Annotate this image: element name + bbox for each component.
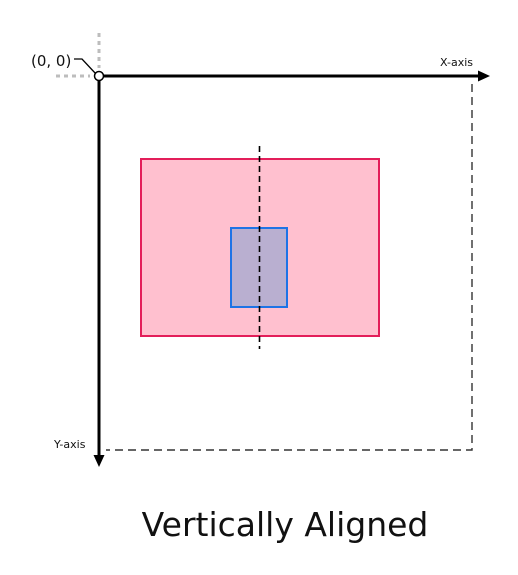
origin-leader-line <box>74 58 97 75</box>
diagram-caption: Vertically Aligned <box>142 505 429 544</box>
origin-label: (0, 0) <box>31 52 71 70</box>
origin-marker <box>93 70 105 82</box>
y-axis-label: Y-axis <box>53 438 86 451</box>
y-axis-arrowhead <box>93 455 105 467</box>
x-axis-label: X-axis <box>440 56 473 69</box>
x-axis-arrowhead <box>478 70 490 82</box>
canvas-boundary-dashed <box>106 84 473 451</box>
